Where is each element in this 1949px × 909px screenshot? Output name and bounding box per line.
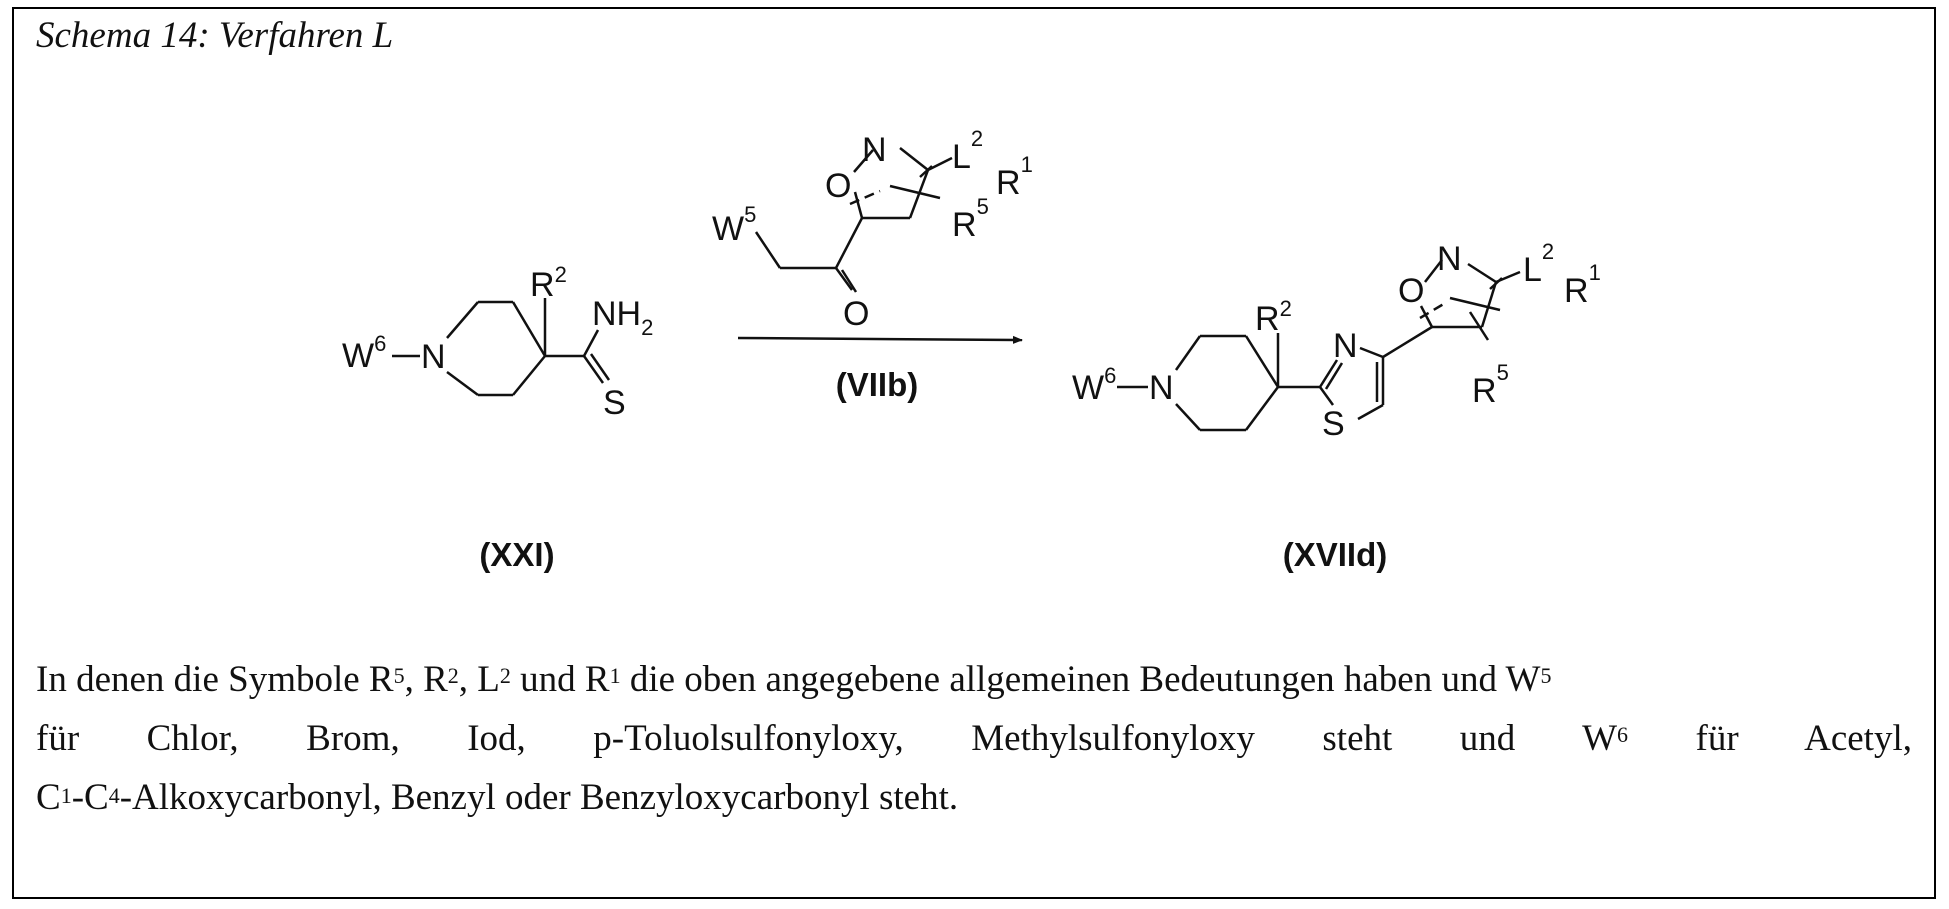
caption-line-1: In denen die Symbole R5, R2, L2 und R1 d… xyxy=(36,650,1912,709)
thiazole-n-label: N xyxy=(1333,327,1358,365)
r5-atom-label-product: R5 xyxy=(1472,360,1509,410)
caption-line-3: C1-C4-Alkoxycarbonyl, Benzyl oder Benzyl… xyxy=(36,768,1912,827)
w5-atom-label: W5 xyxy=(712,202,756,248)
r5-atom-label: R5 xyxy=(952,194,989,244)
start-compound-label: (XXI) xyxy=(479,536,554,573)
nh2-group-label: NH2 xyxy=(592,295,653,340)
caption-line-2: für Chlor, Brom, Iod, p-Toluolsulfonylox… xyxy=(36,709,1912,768)
r1-atom-label: R1 xyxy=(996,152,1033,202)
r2-atom-label: R2 xyxy=(530,262,567,304)
start-compound-atoms: W6 N R2 NH2 S xyxy=(342,262,653,422)
thioamide-s-label: S xyxy=(603,384,626,422)
r1-atom-label-product: R1 xyxy=(1564,260,1601,310)
l2-atom-label: L2 xyxy=(952,126,983,176)
l2-atom-label-product: L2 xyxy=(1523,239,1554,289)
scheme-caption: In denen die Symbole R5, R2, L2 und R1 d… xyxy=(36,650,1912,827)
r2-atom-label-product: R2 xyxy=(1255,296,1292,338)
isoxazoline-n-label-product: N xyxy=(1437,240,1462,278)
reagent-structure xyxy=(756,148,952,292)
w6-atom-label-product: W6 xyxy=(1072,363,1116,407)
isoxazoline-n-label: N xyxy=(862,131,887,169)
w6-atom-label: W6 xyxy=(342,331,386,375)
reaction-arrow xyxy=(738,338,1022,340)
piperidine-n-label-product: N xyxy=(1149,369,1174,407)
product-structure xyxy=(1117,260,1520,430)
product-atoms: W6 N R2 N S O N L2 R1 R5 xyxy=(1072,239,1601,443)
reagent-atoms: W5 O N L2 R1 R5 O xyxy=(712,126,1033,333)
keto-o-label: O xyxy=(843,295,869,333)
isoxazoline-o-label-product: O xyxy=(1398,272,1424,310)
product-label: (XVIId) xyxy=(1283,536,1388,573)
isoxazoline-o-label: O xyxy=(825,167,851,205)
reagent-label: (VIIb) xyxy=(836,366,918,403)
thiazole-s-label: S xyxy=(1322,405,1345,443)
piperidine-n-label: N xyxy=(421,338,446,376)
